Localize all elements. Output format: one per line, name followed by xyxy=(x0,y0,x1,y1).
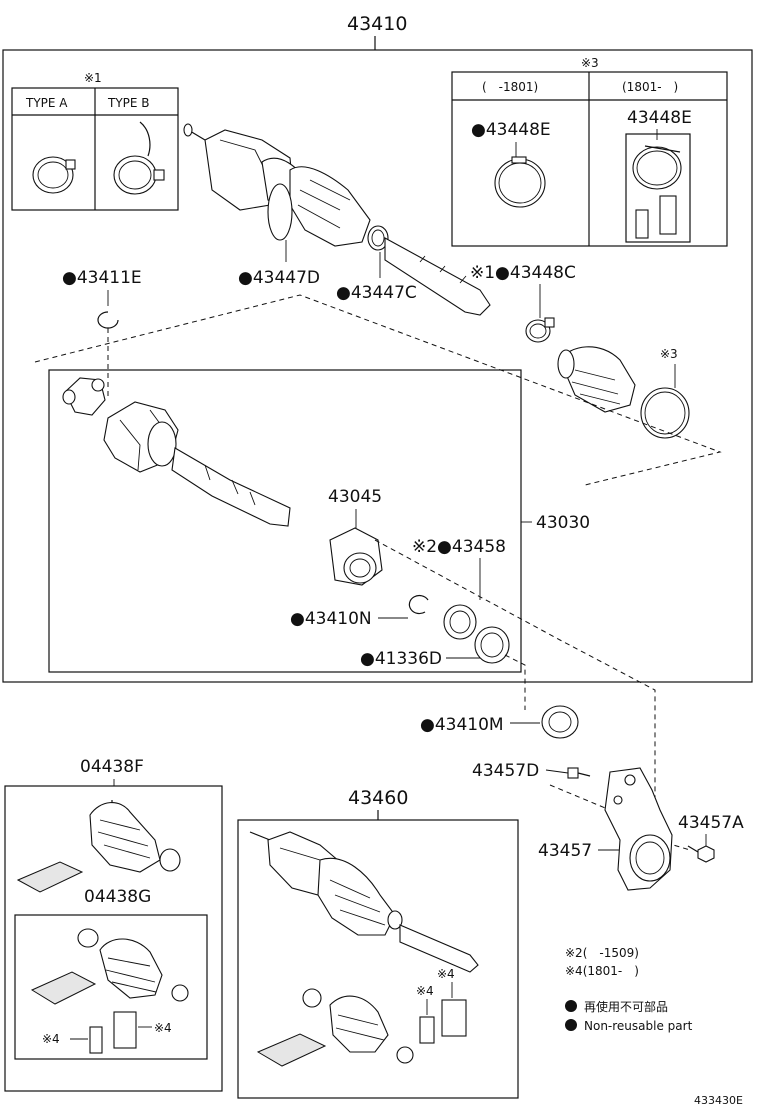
label-43045: 43045 xyxy=(328,487,382,507)
drive-shaft-43460-drawing xyxy=(249,831,479,1067)
type-a-label: TYPE A xyxy=(25,96,68,110)
label-43447C: ●43447C xyxy=(336,283,417,303)
guide-bearing-to-43410M xyxy=(504,654,526,710)
label-43447D: ●43447D xyxy=(238,268,320,288)
clamp-43448C-drawing xyxy=(525,317,555,343)
note4-shaft-a: ※4 xyxy=(437,967,455,981)
label-43458: ※2●43458 xyxy=(412,537,506,557)
boot-kit-04438F-drawing xyxy=(16,800,181,893)
legend-non-reusable-jp: 再使用不可部品 xyxy=(584,999,668,1014)
seal-43458-drawing xyxy=(443,604,477,640)
label-43448C: ※1●43448C xyxy=(470,263,576,283)
label-43030: 43030 xyxy=(536,513,590,533)
drive-shaft-43460-frame xyxy=(237,819,519,1099)
bearing-bracket-43045-drawing xyxy=(329,527,383,586)
steering-knuckle-drawing xyxy=(604,767,673,891)
snap-ring-43411E-drawing xyxy=(97,311,119,329)
inner-joint-frame xyxy=(48,369,522,673)
leader-43457D xyxy=(545,769,569,774)
exploded-view-guide xyxy=(34,294,722,486)
boot-kit-04438G-frame xyxy=(14,914,208,1060)
boot-clamp-late-frame xyxy=(625,133,691,243)
non-reusable-bullet-icon-en xyxy=(565,1019,577,1031)
label-43410: 43410 xyxy=(347,13,407,35)
boot-kit-04438G-drawing xyxy=(30,928,189,1054)
range-early-label: ( -1801) xyxy=(482,80,538,94)
label-43410M: ●43410M xyxy=(420,715,504,735)
clamp-type-a-drawing xyxy=(32,156,76,194)
clamp-type-b-drawing xyxy=(113,121,165,195)
legend-note2: ※2( -1509) xyxy=(565,946,639,960)
note4-kit-a: ※4 xyxy=(42,1032,60,1046)
label-04438G: 04438G xyxy=(84,887,151,907)
boot-band-drawing xyxy=(640,387,690,439)
guide-bracket-to-knuckle xyxy=(374,539,656,800)
inner-boot-drawing xyxy=(557,346,636,413)
note3-mark: ※3 xyxy=(581,56,599,70)
label-43457A: 43457A xyxy=(678,813,744,833)
bearing-41336D-drawing xyxy=(474,626,510,664)
label-43457: 43457 xyxy=(538,841,592,861)
label-04438F: 04438F xyxy=(80,757,144,777)
label-43448E-late: 43448E xyxy=(627,108,692,128)
label-43410N: ●43410N xyxy=(290,609,372,629)
note4-shaft-b: ※4 xyxy=(416,984,434,998)
label-43460: 43460 xyxy=(348,787,408,809)
label-43457D: 43457D xyxy=(472,761,539,781)
label-43411E: ●43411E xyxy=(62,268,142,288)
main-assembly-frame xyxy=(2,49,753,683)
note3-small-mark: ※3 xyxy=(660,347,678,361)
label-41336D: ●41336D xyxy=(360,649,442,669)
non-reusable-bullet-icon xyxy=(565,1000,577,1012)
label-43448E-early: ●43448E xyxy=(471,120,551,140)
bolt-43457D-drawing xyxy=(567,767,591,779)
boot-clamp-late-drawing xyxy=(632,145,682,239)
type-b-label: TYPE B xyxy=(107,96,150,110)
bearing-43410M-drawing xyxy=(541,705,579,739)
note1-mark: ※1 xyxy=(84,71,102,85)
tripod-joint-drawing xyxy=(62,377,291,527)
boot-kit-04438F-frame xyxy=(4,785,223,1092)
boot-clamp-early-drawing xyxy=(494,156,546,208)
bolt-43457A-drawing xyxy=(687,845,715,863)
snap-ring-43410N-drawing xyxy=(408,594,429,615)
outer-cv-joint-drawing xyxy=(183,123,491,316)
note4-kit-b: ※4 xyxy=(154,1021,172,1035)
range-late-label: (1801- ) xyxy=(622,80,678,94)
guide-knuckle-bolts xyxy=(549,784,691,851)
legend-non-reusable-en: Non-reusable part xyxy=(584,1019,693,1033)
legend-note4: ※4(1801- ) xyxy=(565,964,639,978)
figure-code: 433430E xyxy=(694,1094,743,1107)
